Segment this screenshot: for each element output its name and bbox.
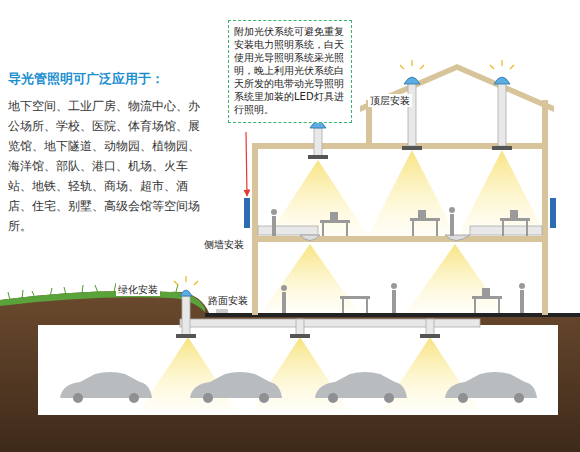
- callout-text: 附加光伏系统可避免重复安装电力照明系统，白天使用光导照明系统采光照明，晚上利用光…: [234, 25, 346, 116]
- leader-arrow: [246, 132, 247, 196]
- install-label: 路面安装: [206, 294, 250, 307]
- heading: 导光管照明可广泛应用于：: [8, 70, 164, 88]
- solar-panel: [244, 198, 250, 228]
- callout-box: 附加光伏系统可避免重复安装电力照明系统，白天使用光导照明系统采光照明，晚上利用光…: [228, 20, 352, 123]
- install-label: 绿化安装: [116, 283, 160, 296]
- soil: [0, 291, 580, 452]
- install-label: 顶层安装: [368, 94, 412, 107]
- install-label: 侧墙安装: [202, 238, 246, 251]
- grass: [0, 291, 205, 312]
- road: [205, 313, 580, 317]
- garage: [38, 325, 558, 415]
- application-list: 地下空间、工业厂房、物流中心、办公场所、学校、医院、体育场馆、展览馆、地下隧道、…: [8, 96, 208, 236]
- office-people: [271, 207, 530, 313]
